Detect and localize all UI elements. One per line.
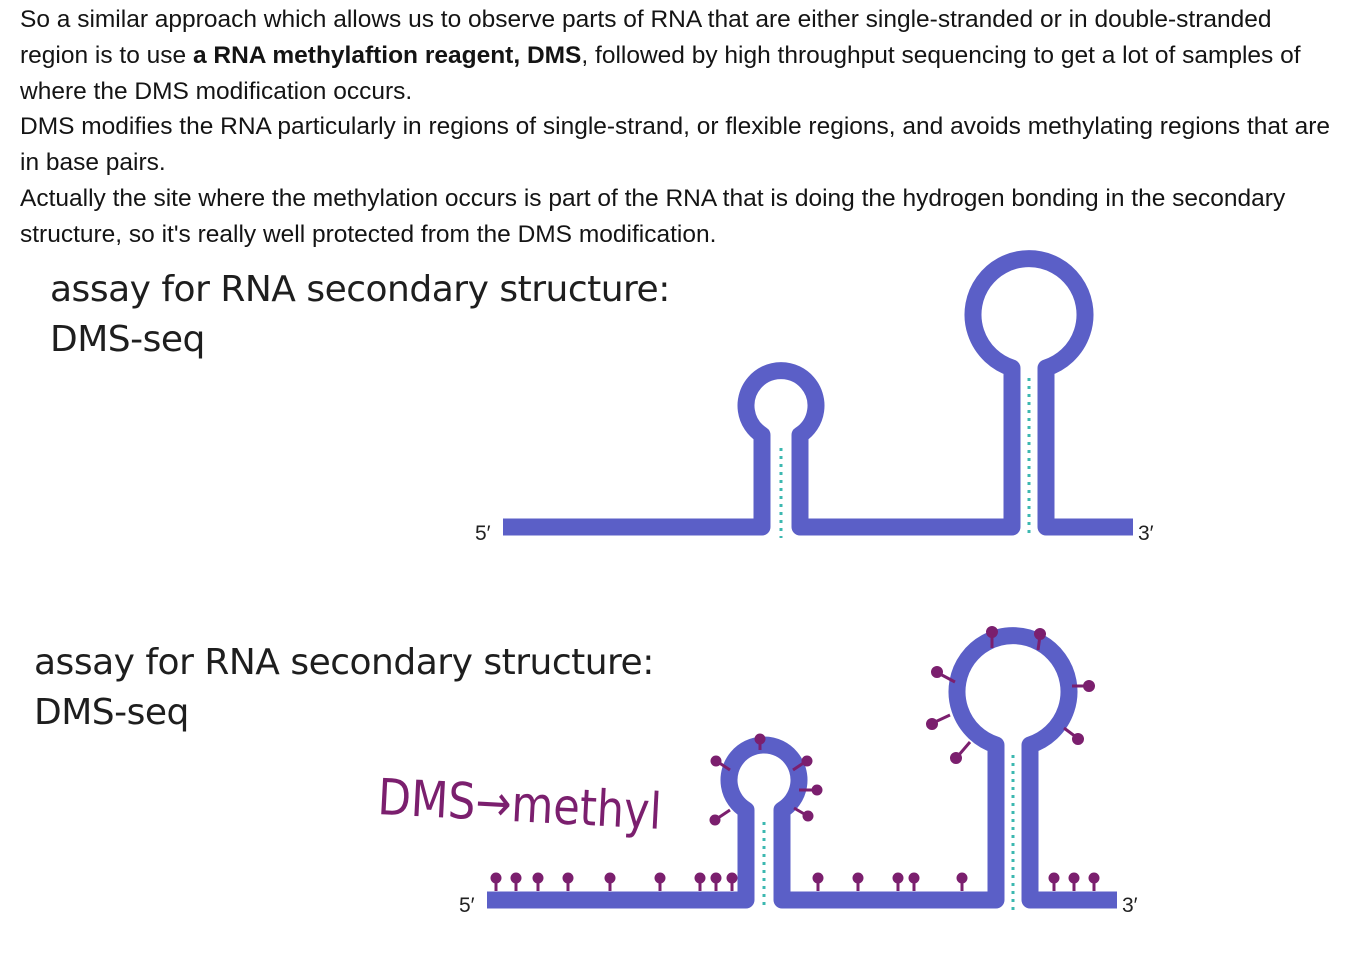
figure-bottom-title-line1: assay for RNA secondary structure: [34, 642, 654, 683]
figure-bottom-title: assay for RNA secondary structure: DMS-s… [34, 638, 654, 738]
methyl-mark [1034, 628, 1046, 651]
methyl-mark [812, 872, 824, 891]
five-prime-label: 5′ [475, 522, 491, 545]
methyl-mark [950, 741, 972, 764]
methyl-mark [956, 872, 968, 891]
methyl-mark [1068, 872, 1080, 891]
methyl-mark [726, 872, 738, 891]
paragraph-1-text: So a similar approach which allows us to… [20, 6, 1272, 69]
methyl-mark [792, 755, 813, 772]
three-prime-label: 3′ [1138, 522, 1154, 545]
methyl-mark [604, 872, 616, 891]
methyl-mark [892, 872, 904, 891]
figure-top-title-line2: DMS-seq [50, 319, 205, 360]
methyl-mark [754, 733, 766, 750]
methyl-mark [510, 872, 522, 891]
methyl-mark [1063, 726, 1084, 745]
methyl-mark [931, 666, 956, 684]
methyl-mark [908, 872, 920, 891]
methyl-mark [562, 872, 574, 891]
paragraph-1-bold: a RNA methylaftion reagent, DMS [192, 41, 582, 69]
methyl-mark [1048, 872, 1060, 891]
transcript-text: So a similar approach which allows us to… [20, 2, 1340, 253]
methyl-mark [1072, 680, 1095, 692]
three-prime-label: 3′ [1122, 894, 1138, 917]
figure-bottom-rna: 5′ 3′ DMS→methyl [376, 626, 1138, 917]
paragraph-3: Actually the site where the methylation … [20, 184, 1286, 248]
methyl-mark [710, 755, 731, 772]
methyl-mark [986, 626, 998, 648]
methyl-mark [490, 872, 502, 891]
methyl-mark [1088, 872, 1100, 891]
paragraph-1: So a similar approach which allows us to… [20, 2, 1340, 109]
methyl-mark [694, 872, 706, 891]
methyl-mark [710, 872, 722, 891]
methyl-mark [852, 872, 864, 891]
methyl-mark [799, 784, 823, 796]
figure-bottom-title-line2: DMS-seq [34, 692, 189, 733]
paragraph-1-tail: , followed by high throughput sequencing… [20, 41, 1301, 105]
dms-methyl-annotation: DMS→methyl [376, 768, 663, 841]
methyl-mark [709, 808, 731, 826]
methyl-mark [793, 806, 814, 822]
five-prime-label: 5′ [459, 894, 475, 917]
rna-strand [487, 627, 1117, 909]
figure-top-title-line1: assay for RNA secondary structure: [50, 269, 670, 310]
figure-top-rna: 5′ 3′ [475, 250, 1154, 545]
rna-strand [503, 250, 1133, 536]
methyl-mark [654, 872, 666, 891]
methyl-mark [532, 872, 544, 891]
figure-top-title: assay for RNA secondary structure: DMS-s… [50, 265, 670, 365]
methyl-mark [926, 713, 951, 730]
paragraph-2: DMS modifies the RNA particularly in reg… [20, 113, 1331, 177]
